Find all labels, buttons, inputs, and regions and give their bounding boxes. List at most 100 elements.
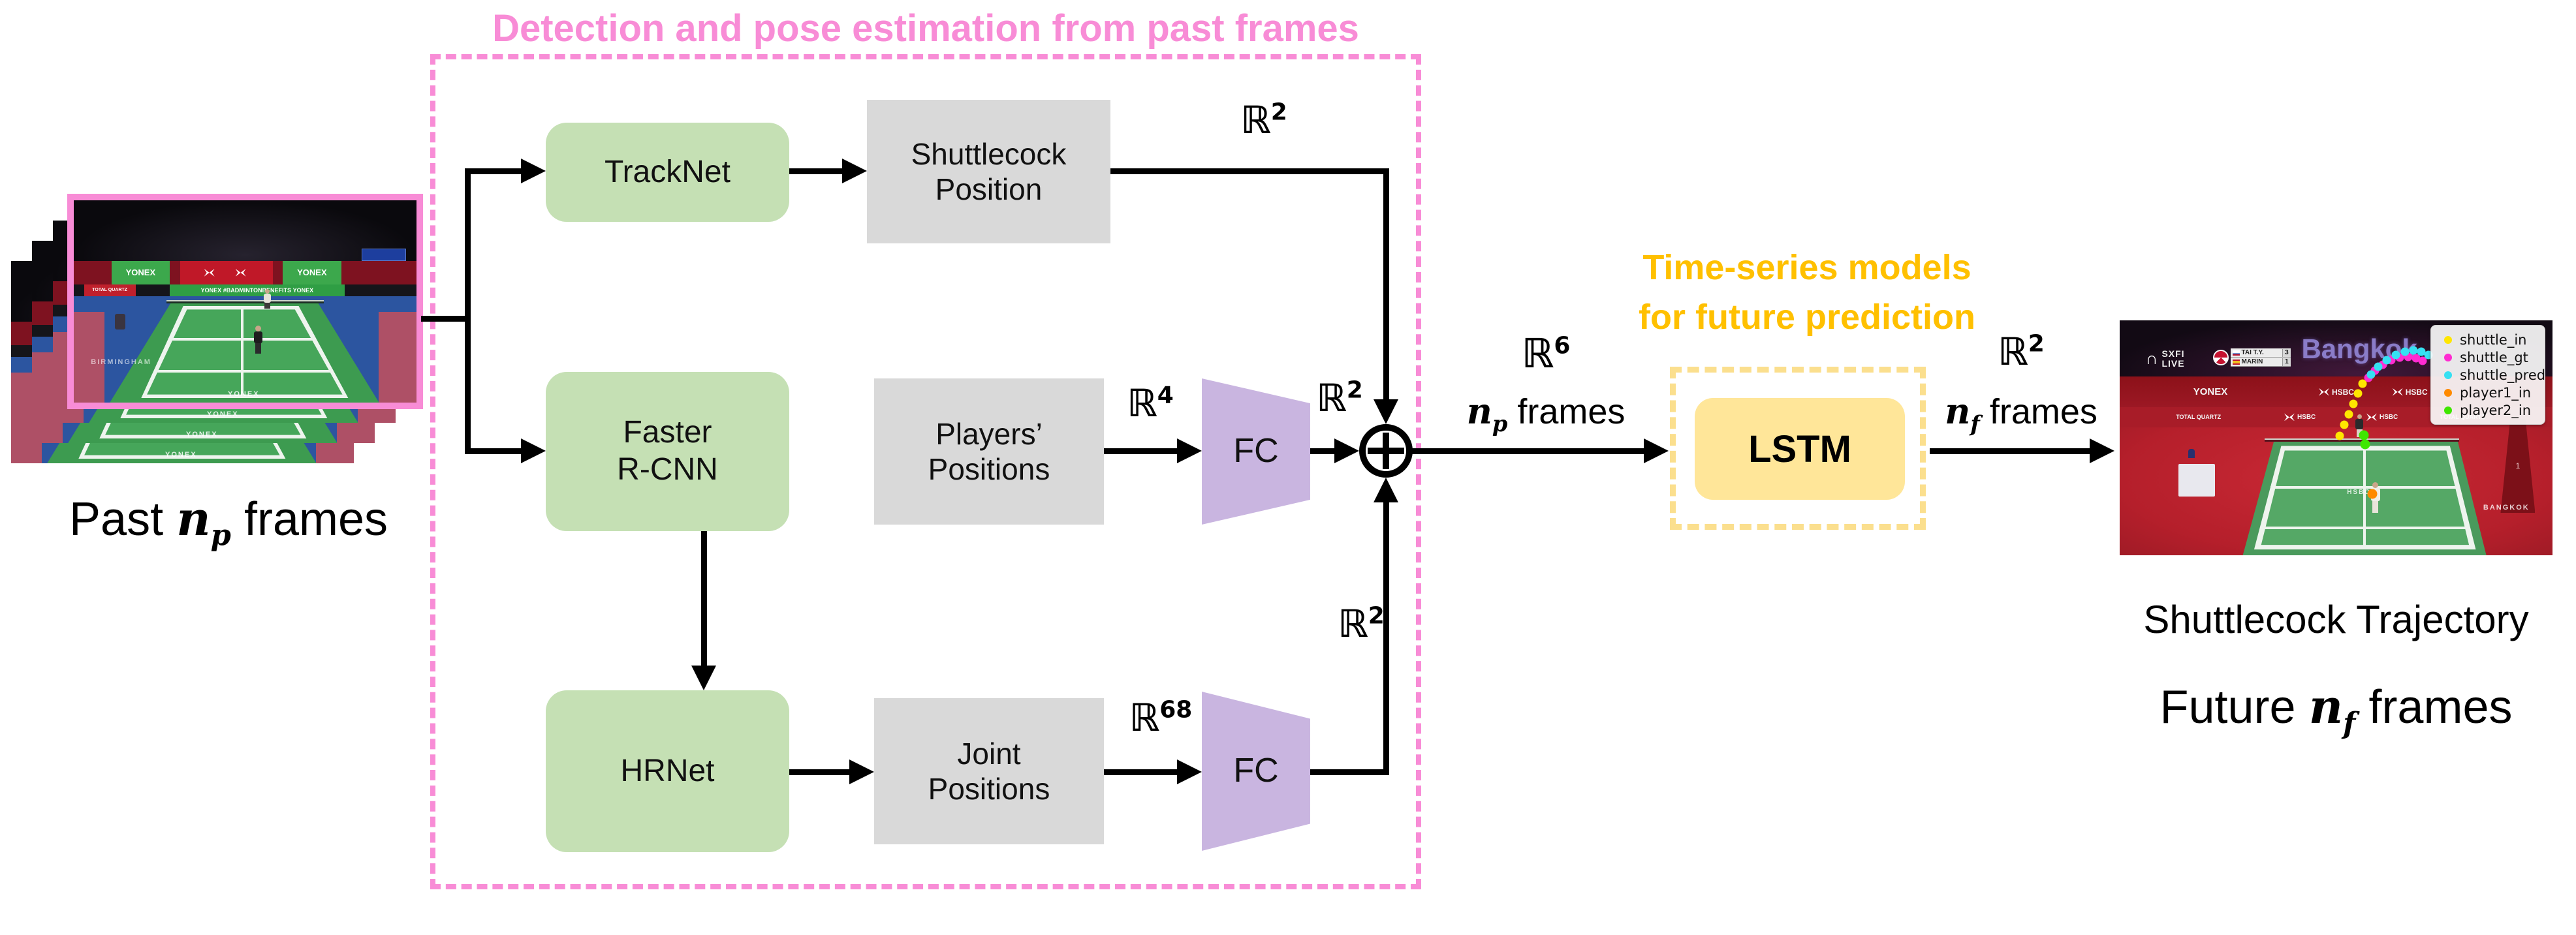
oplus-vertical-bar <box>1383 433 1389 469</box>
headphones-icon: ∩ <box>2145 348 2158 369</box>
trajectory-dot <box>2358 379 2367 388</box>
legend-label: shuttle_gt <box>2460 349 2528 365</box>
connector-players-fc <box>1104 448 1180 454</box>
dim-joints-raw: ℝ68 <box>1129 696 1193 740</box>
node-joint-positions: Joint Positions <box>874 698 1104 844</box>
legend-label: player2_in <box>2460 402 2532 418</box>
legend-row: shuttle_pred <box>2435 366 2545 384</box>
node-players-positions: Players’ Positions <box>874 378 1104 525</box>
dim-shuttle-out: ℝ2 <box>1240 98 1287 142</box>
yonex-text: YONEX <box>292 286 314 294</box>
tracknet-label: TrackNet <box>605 154 730 189</box>
total-quartz-banner: TOTAL QUARTZ <box>84 284 136 297</box>
arrowhead-lstm-output <box>2090 438 2114 463</box>
court-service-line-far <box>168 337 317 341</box>
trajectory-dot <box>2353 389 2363 398</box>
dim-prediction: ℝ2 <box>1998 330 2045 374</box>
fc-bottom-label: FC <box>1233 752 1279 790</box>
timeseries-title-line2: for future prediction <box>1639 298 1975 337</box>
hsbc-banner: HSBC <box>2284 407 2316 427</box>
connector-lstm-output <box>1930 448 2091 454</box>
hsbc-logo-icon <box>2392 388 2403 396</box>
legend-dot-shuttle-in <box>2444 335 2453 344</box>
connector-to-tracknet <box>467 168 524 174</box>
node-faster-rcnn: Faster R-CNN <box>546 372 789 531</box>
trajectory-dot <box>2409 346 2418 355</box>
nf-suffix: frames <box>1989 392 2097 431</box>
dim-players-raw: ℝ4 <box>1127 381 1174 425</box>
legend-row: shuttle_in <box>2435 331 2541 348</box>
legend-row: player2_in <box>2435 401 2541 419</box>
connector-shuttle-concat-down <box>1383 168 1389 401</box>
broadcast-line2: LIVE <box>2161 358 2185 369</box>
past-frames-stack: YONEX YONEX <box>0 0 457 496</box>
connector-fcbottom-corner <box>1310 769 1389 775</box>
future-label-var: n <box>2308 679 2344 734</box>
arrowhead-to-fasterrcnn <box>521 438 546 463</box>
court-apron-text: YONEX <box>207 410 239 419</box>
court-apron-text: YONEX <box>186 431 218 439</box>
future-label-prefix: Future <box>2160 681 2296 733</box>
trajectory-player1 <box>2120 320 2552 555</box>
court-service-line-far <box>2270 486 2460 489</box>
badminton-scene: YONEX YONEX TOTAL QUARTZ YONEX #BADMINTO… <box>74 200 416 403</box>
connector-tracknet-shuttle <box>789 168 845 174</box>
past-label-var: n <box>176 491 211 546</box>
trajectory-dot <box>2349 399 2358 408</box>
carpet-right <box>379 311 416 403</box>
hsbc-text: HSBC <box>2297 413 2316 421</box>
yonex-banner: YONEX <box>283 261 341 284</box>
hashtag-text: #BADMINTONBENEFITS <box>223 286 292 294</box>
connector-hrnet-joint <box>789 769 851 775</box>
arena-crowd <box>74 200 416 261</box>
legend-label: player1_in <box>2460 384 2532 401</box>
dim-set: ℝ <box>1338 602 1368 646</box>
hsbc-logo-icon <box>2366 413 2377 422</box>
floor-text: BANGKOK <box>2483 503 2530 512</box>
trajectory-dot <box>2360 439 2370 450</box>
trajectory-shuttle-pred <box>2120 320 2552 555</box>
connector-concat-lstm <box>1410 448 1645 454</box>
dim-players-fc-out: ℝ2 <box>1316 376 1363 420</box>
future-label-sub: f <box>2343 705 2356 741</box>
arrowhead-into-concat-top <box>1374 399 1398 424</box>
trajectory-dot <box>2340 420 2349 429</box>
hsbc-logo-icon <box>2318 388 2329 396</box>
dim-set: ℝ <box>1240 98 1271 142</box>
player-torso <box>264 294 272 303</box>
player-torso <box>253 331 262 344</box>
court-center-line <box>241 308 244 396</box>
dim-joints-fc-out: ℝ2 <box>1338 602 1385 646</box>
player1-name: TAI T.Y. <box>2241 349 2264 357</box>
hsbc-banner <box>180 261 273 284</box>
hsbc-banner: HSBC <box>2366 407 2398 427</box>
court-center-logo: HSBC <box>2347 488 2371 496</box>
court-apron-text: YONEX <box>228 390 260 399</box>
joint-label-line1: Joint <box>957 736 1021 771</box>
connector-fcbottom-up <box>1383 502 1389 775</box>
connector-to-fasterrcnn <box>467 448 524 454</box>
result-caption: Shuttlecock Trajectory <box>2143 598 2529 641</box>
trajectory-dot <box>2418 356 2427 365</box>
player-near <box>253 326 262 354</box>
floor-text: BIRMINGHAM <box>91 358 151 366</box>
past-label-suffix: frames <box>243 493 388 545</box>
legend-row: player1_in <box>2435 384 2541 401</box>
flag-icon <box>2232 359 2240 365</box>
arrowhead-tracknet-shuttle <box>842 159 867 183</box>
hsbc-text: HSBC <box>2331 387 2354 397</box>
past-frame-current: YONEX YONEX TOTAL QUARTZ YONEX #BADMINTO… <box>67 194 423 409</box>
player-head <box>2372 482 2379 489</box>
np-sub: p <box>1492 410 1508 437</box>
trajectory-dot <box>2417 347 2426 356</box>
net <box>166 300 324 304</box>
player-torso <box>2355 419 2364 429</box>
np-var: n <box>1466 390 1492 432</box>
faster-rcnn-label-line1: Faster <box>623 415 712 450</box>
match-scoreboard: TAI T.Y. 3 MARIN 1 <box>2212 348 2291 367</box>
arrowhead-concat-lstm <box>1644 438 1669 463</box>
hsbc-banner: HSBC <box>2392 376 2428 407</box>
arrowhead-joint-fc <box>1177 759 1202 784</box>
